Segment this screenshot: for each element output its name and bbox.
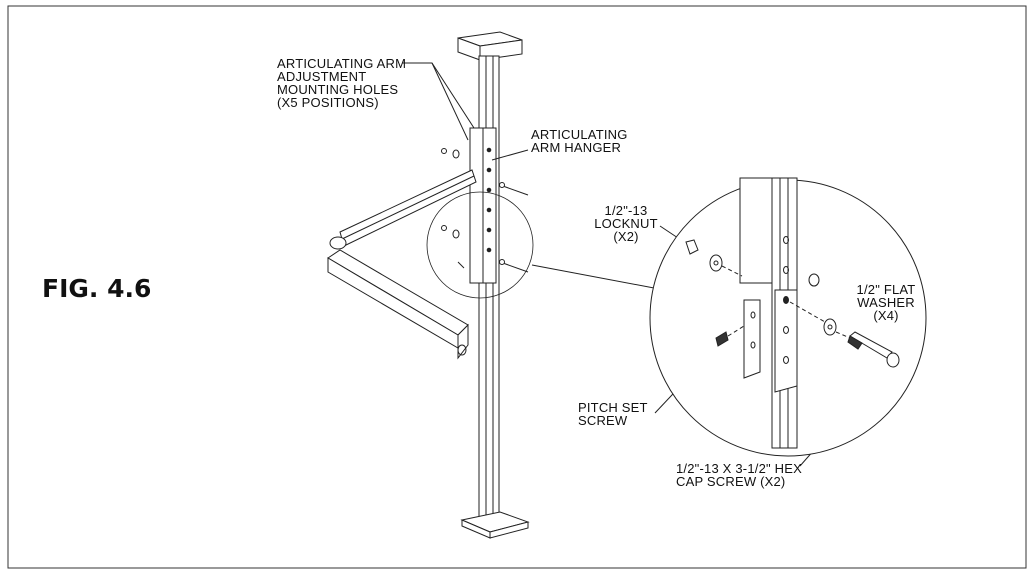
- callout-line: WASHER: [857, 295, 915, 310]
- spacer: [808, 273, 820, 287]
- pitch-set-screw: [715, 331, 729, 347]
- callout-line: (X5 POSITIONS): [277, 95, 379, 110]
- callout-line: (X4): [873, 308, 899, 323]
- callout-arm-hanger: ARTICULATING ARM HANGER: [531, 128, 628, 154]
- callout-line: 1/2"-13 X 3-1/2" HEX: [676, 461, 802, 476]
- callout-hex-cap-screw: 1/2"-13 X 3-1/2" HEX CAP SCREW (X2): [676, 462, 802, 488]
- upright-pole: [457, 31, 530, 539]
- detail-connector: [531, 264, 655, 289]
- figure-label: FIG. 4.6: [42, 274, 152, 303]
- callout-line: ARM HANGER: [531, 140, 622, 155]
- callout-line: 1/2" FLAT: [856, 282, 916, 297]
- callout-line: CAP SCREW (X2): [676, 474, 786, 489]
- arm-hanger: [469, 127, 497, 284]
- callout-line: (X2): [613, 229, 639, 244]
- figure-border: [7, 5, 1027, 569]
- callout-line: ARTICULATING ARM: [277, 56, 407, 71]
- callout-line: PITCH SET: [578, 400, 648, 415]
- callout-pitch-set-screw: PITCH SET SCREW: [578, 401, 648, 427]
- callout-mounting-holes: ARTICULATING ARM ADJUSTMENT MOUNTING HOL…: [277, 57, 406, 109]
- detail-callout-circle: [426, 191, 534, 299]
- callout-line: MOUNTING HOLES: [277, 82, 399, 97]
- washer-left: [709, 254, 723, 272]
- callout-flat-washer: 1/2" FLAT WASHER (X4): [848, 283, 924, 322]
- hex-cap-screw: [849, 331, 893, 359]
- locknut: [685, 239, 699, 255]
- small-fasteners: [441, 148, 529, 273]
- callout-locknut: 1/2"-13 LOCKNUT (X2): [588, 204, 664, 243]
- callout-line: ARTICULATING: [531, 127, 628, 142]
- callout-line: ADJUSTMENT: [277, 69, 367, 84]
- detail-view: [685, 177, 900, 449]
- washer-right: [823, 318, 837, 336]
- callout-line: LOCKNUT: [594, 216, 658, 231]
- articulating-arm: [327, 169, 477, 360]
- callout-line: 1/2"-13: [604, 203, 648, 218]
- callout-line: SCREW: [578, 413, 628, 428]
